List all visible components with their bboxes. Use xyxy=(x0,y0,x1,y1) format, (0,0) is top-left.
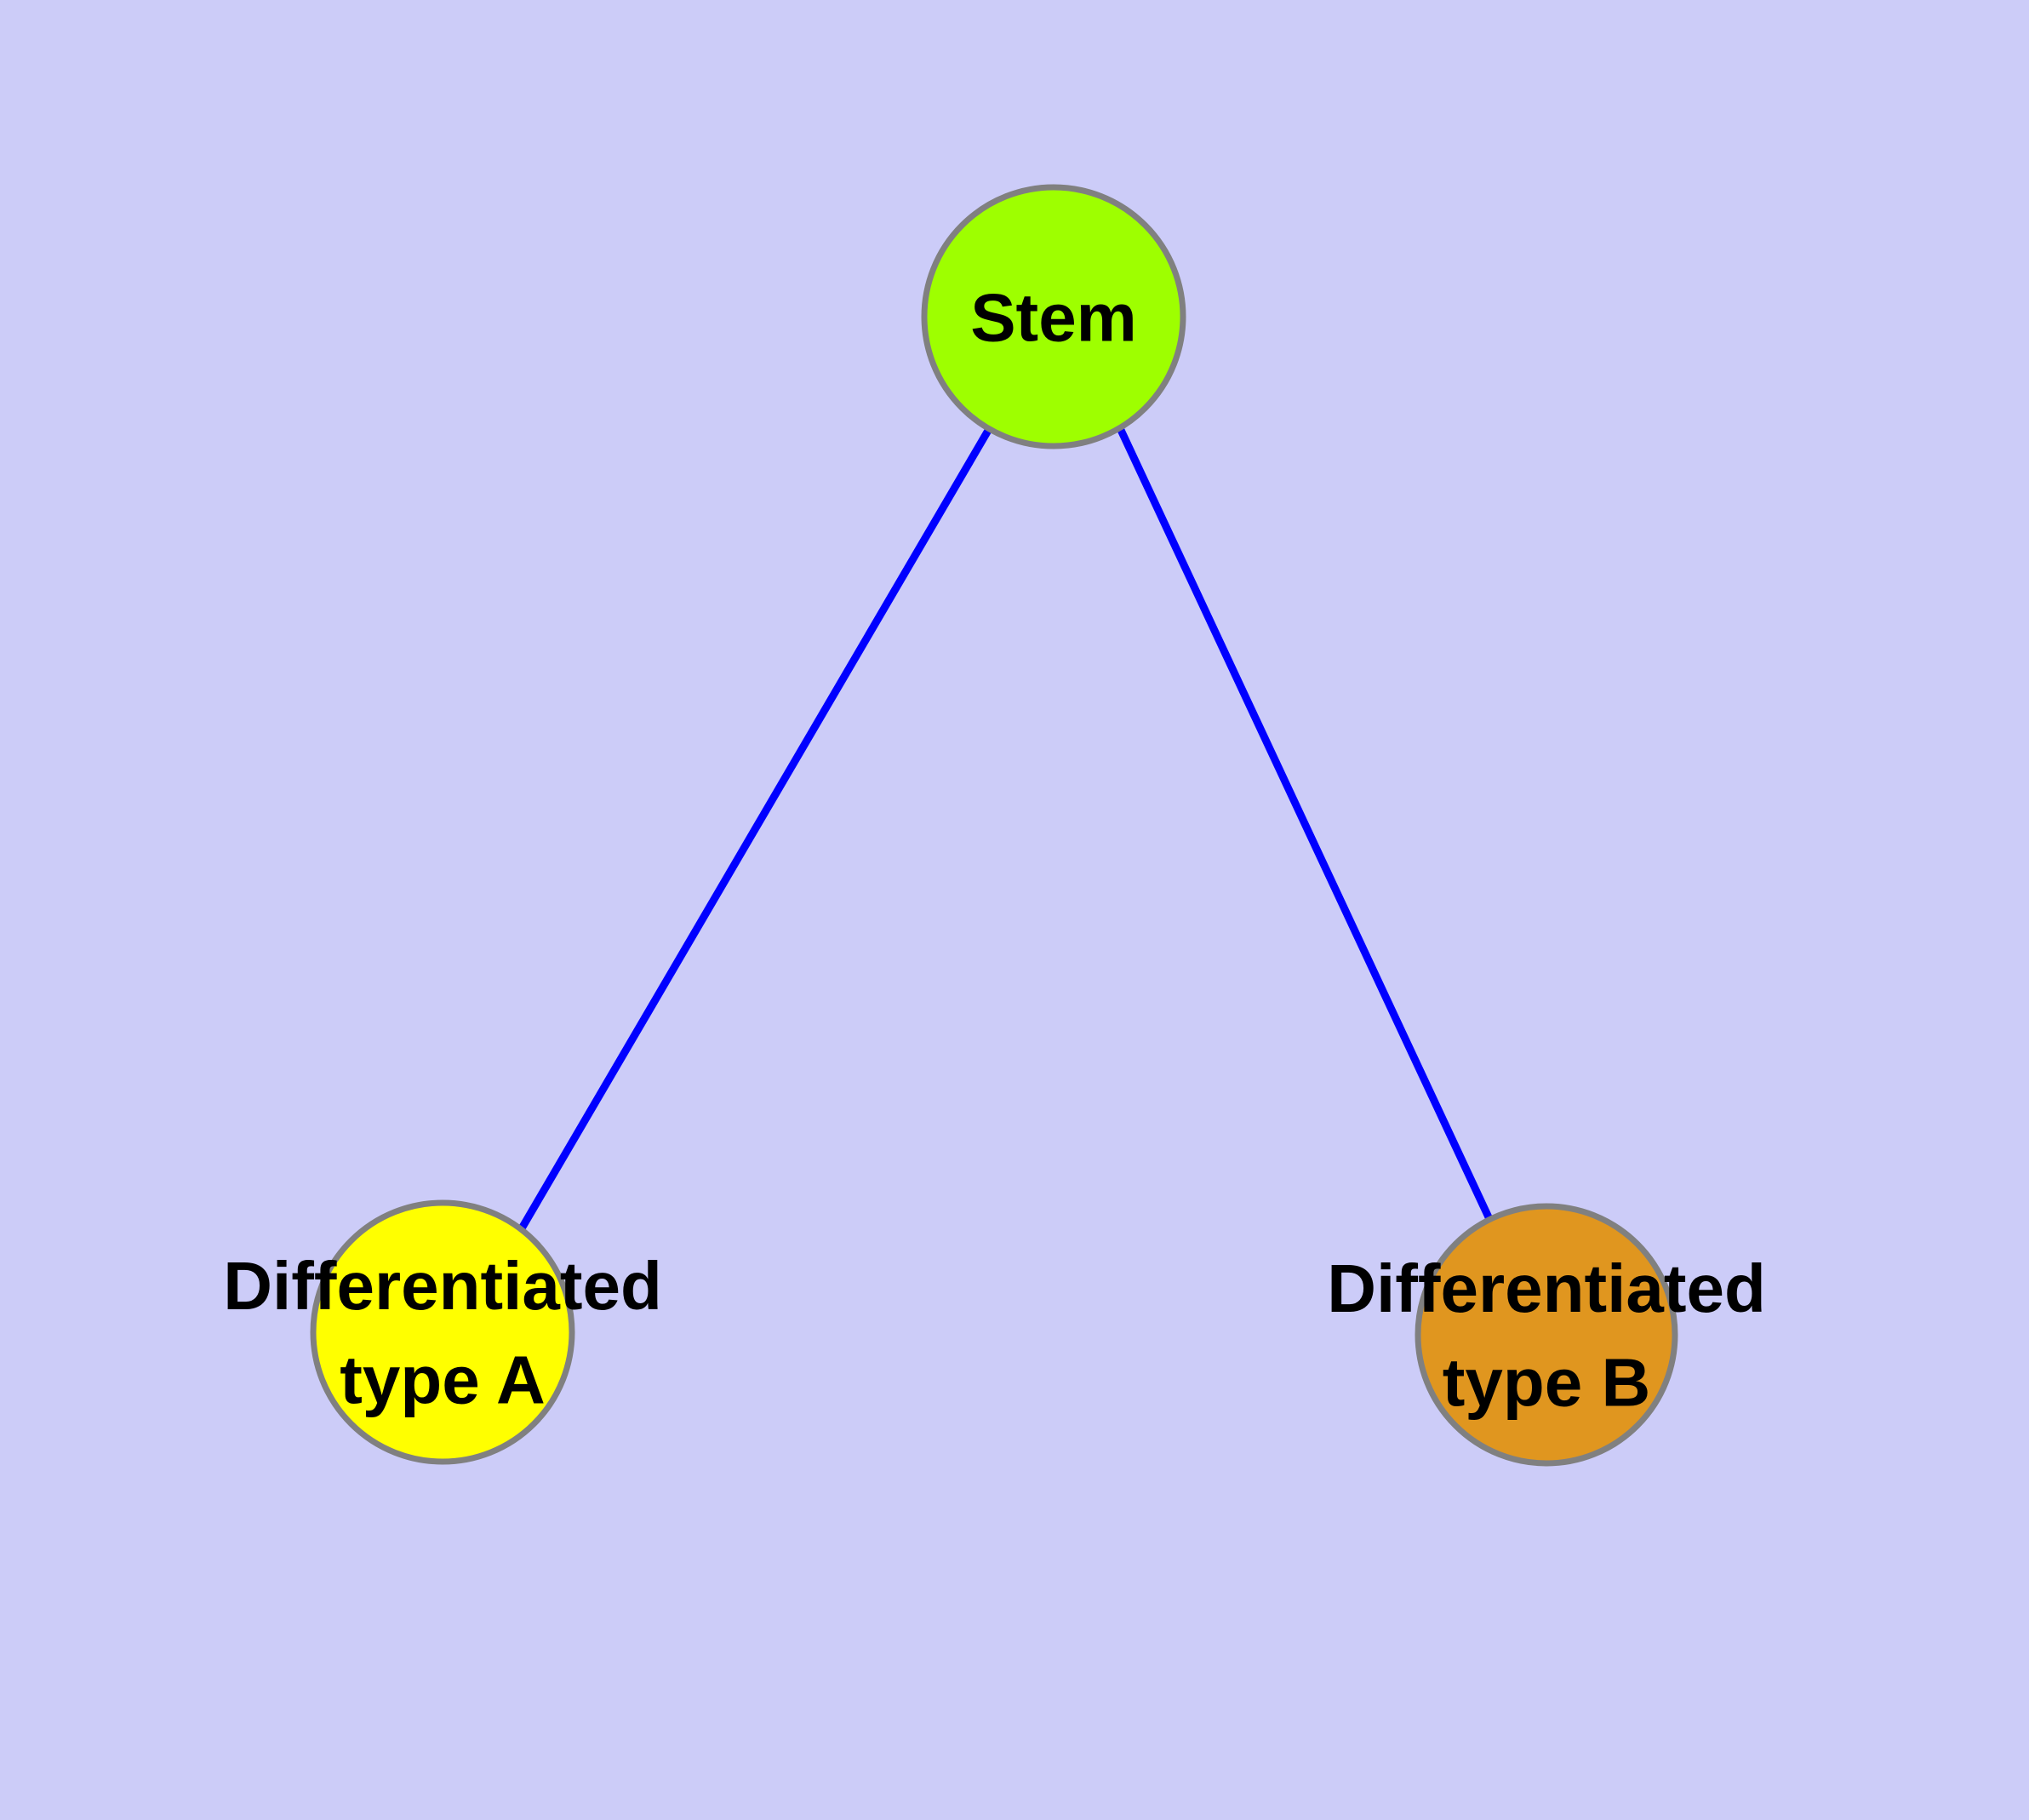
edge-layer xyxy=(518,426,1494,1231)
graph-node-diff_b[interactable] xyxy=(1415,1203,1678,1467)
node-label-stem: Stem xyxy=(970,279,1137,355)
node-label-diff_b: Differentiated type B xyxy=(1327,1251,1766,1420)
graph-edge xyxy=(518,426,992,1231)
graph-edge xyxy=(1116,426,1494,1221)
graph-node-stem[interactable] xyxy=(921,184,1186,449)
node-label-line: Differentiated xyxy=(223,1248,662,1324)
node-layer xyxy=(310,184,1678,1467)
node-label-line: type B xyxy=(1443,1345,1651,1421)
node-label-line: Stem xyxy=(970,279,1137,355)
graph-node-diff_a[interactable] xyxy=(310,1199,575,1465)
node-label-diff_a: Differentiated type A xyxy=(223,1248,662,1417)
node-label-line: type A xyxy=(340,1342,546,1418)
node-label-line: Differentiated xyxy=(1327,1251,1766,1326)
